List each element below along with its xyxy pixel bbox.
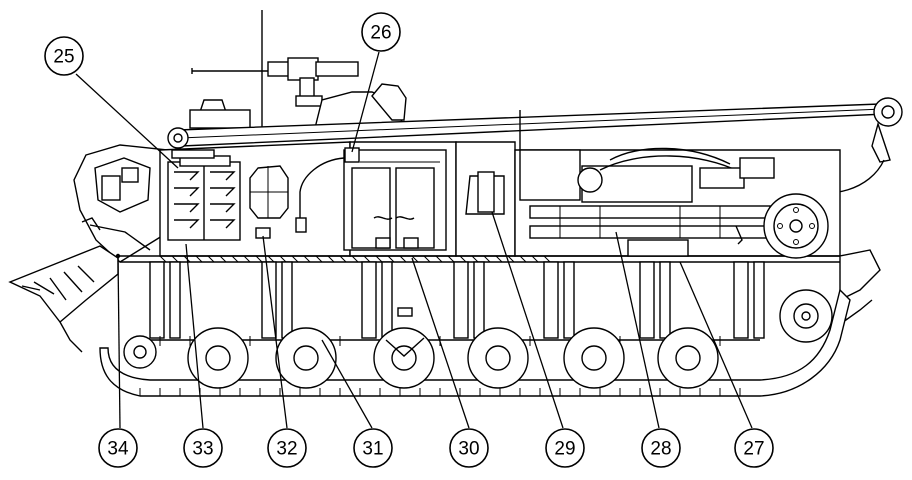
- callout-32-label: 32: [276, 439, 297, 460]
- callout-30: 30: [449, 428, 489, 468]
- callout-31-label: 31: [362, 439, 383, 460]
- callout-27-label: 27: [743, 439, 764, 460]
- callout-33: 33: [183, 428, 223, 468]
- callout-34-label: 34: [107, 439, 129, 460]
- vision-block: [249, 165, 289, 219]
- callout-33-label: 33: [192, 439, 213, 460]
- callout-25: 25: [44, 36, 84, 76]
- drive-sprocket: [763, 193, 833, 343]
- bracket: [465, 171, 505, 215]
- callout-28-label: 28: [650, 439, 671, 460]
- callout-29: 29: [545, 428, 585, 468]
- callout-26: 26: [361, 12, 401, 52]
- double-door: [343, 147, 447, 251]
- leader-dot: [115, 253, 121, 259]
- callout-26-label: 26: [370, 23, 391, 44]
- louver-panel: [167, 149, 241, 241]
- callout-32: 32: [267, 428, 307, 468]
- cupola: [189, 83, 407, 129]
- vehicle-drawing: [8, 10, 903, 397]
- cable: [299, 157, 345, 226]
- callout-27: 27: [734, 428, 774, 468]
- cable-connector: [295, 217, 307, 233]
- callout-25-label: 25: [53, 47, 74, 68]
- callout-34: 34: [98, 428, 138, 468]
- callout-29-label: 29: [554, 439, 575, 460]
- suspension-struts: [149, 261, 765, 339]
- leader-lines: [75, 51, 753, 429]
- tool-box: [627, 239, 689, 257]
- rear-deck: [519, 147, 775, 203]
- boom-arm: [167, 97, 903, 194]
- callout-31: 31: [353, 428, 393, 468]
- rear-plate: [839, 249, 881, 302]
- callout-30-label: 30: [458, 439, 479, 460]
- callout-28: 28: [641, 428, 681, 468]
- road-wheels: [123, 327, 719, 389]
- front-assembly: [8, 144, 177, 353]
- machine-gun: [191, 57, 359, 107]
